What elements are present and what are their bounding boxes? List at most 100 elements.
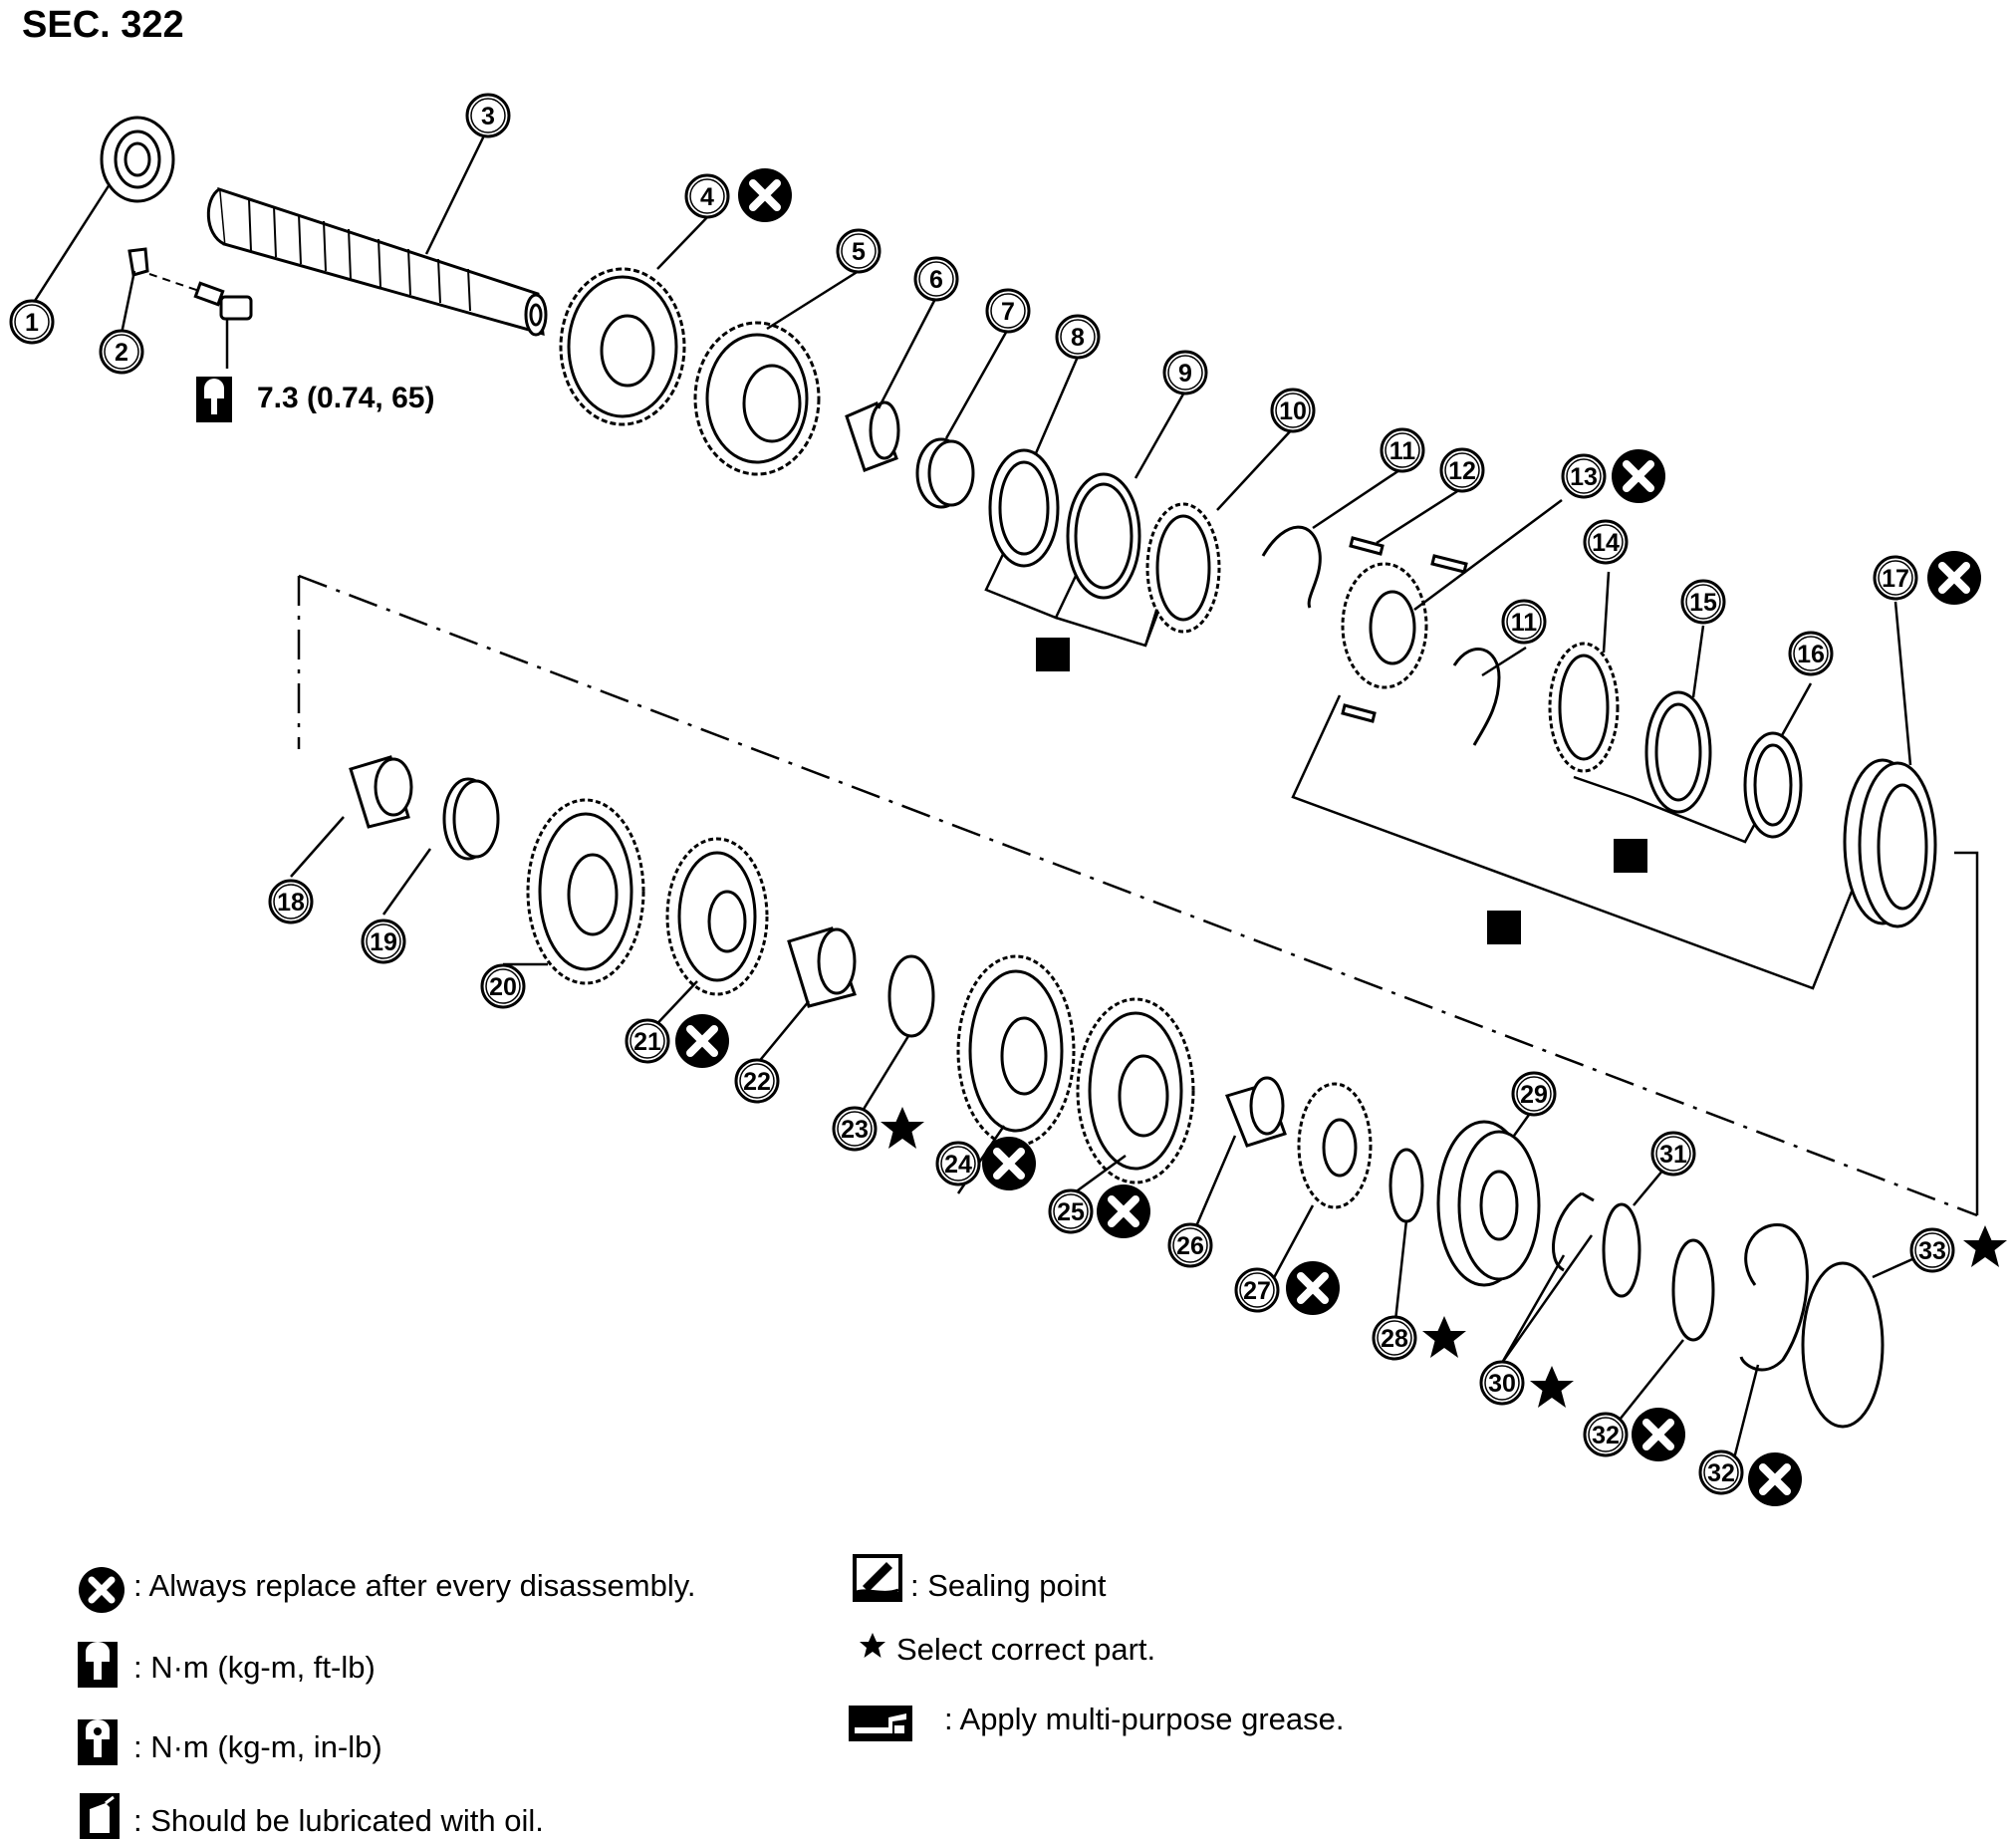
part-number-4: 4 — [684, 173, 730, 219]
needle-bearing-part — [442, 777, 500, 861]
spring-part — [1261, 525, 1322, 609]
bearing-part — [100, 116, 175, 203]
star-icon — [881, 1107, 924, 1149]
bushing-part — [845, 400, 900, 472]
legend-grease: : Apply multi-purpose grease. — [944, 1702, 1345, 1736]
part-number-9: 9 — [1162, 350, 1208, 395]
part-number-text: 9 — [1178, 360, 1192, 388]
part-number-19: 19 — [361, 919, 406, 964]
bolt-part — [127, 247, 253, 321]
star-icon — [1530, 1366, 1574, 1408]
part-number-25: 25 — [1048, 1188, 1094, 1234]
oil-can-icon — [80, 1793, 120, 1839]
snap-ring-part — [1739, 1223, 1809, 1372]
gear-part — [665, 837, 769, 996]
snap-ring-part — [1671, 1238, 1715, 1342]
part-number-18: 18 — [268, 879, 314, 924]
part-number-text: 19 — [370, 928, 397, 956]
synchronizer-ring-part — [988, 448, 1060, 568]
part-number-text: 2 — [115, 339, 128, 367]
star-icon — [860, 1633, 885, 1658]
part-number-1: 1 — [9, 299, 55, 345]
part-number-7: 7 — [985, 288, 1031, 334]
always-replace-icon — [79, 1567, 125, 1613]
part-number-text: 26 — [1176, 1232, 1204, 1260]
part-number-text: 25 — [1057, 1198, 1085, 1226]
thrust-washer-part — [1388, 1148, 1424, 1223]
part-number-31: 31 — [1650, 1131, 1696, 1177]
part-number-text: 16 — [1797, 641, 1825, 668]
part-number-8: 8 — [1055, 314, 1101, 360]
torque-wrench-icon — [78, 1642, 118, 1688]
synchronizer-ring-part — [1644, 690, 1712, 814]
selective-part-square-icon — [1614, 839, 1647, 873]
always-replace-icon — [1927, 551, 1981, 605]
part-number-text: 17 — [1882, 565, 1909, 593]
coupling-sleeve-part — [1341, 562, 1428, 689]
part-number-16: 16 — [1788, 631, 1834, 676]
legend-torque-in-lb: : N·m (kg-m, in-lb) — [133, 1729, 382, 1764]
part-number-text: 24 — [944, 1151, 972, 1179]
always-replace-icon — [1632, 1408, 1685, 1461]
part-number-17: 17 — [1873, 555, 1918, 601]
part-number-33: 33 — [1909, 1227, 1955, 1273]
part-number-6: 6 — [913, 256, 959, 302]
part-number-14: 14 — [1583, 519, 1629, 565]
legend-torque-ft-lb: : N·m (kg-m, ft-lb) — [133, 1650, 376, 1685]
torque-wrench-icon — [78, 1719, 118, 1765]
part-number-26: 26 — [1167, 1222, 1213, 1268]
part-number-text: 12 — [1448, 457, 1476, 485]
needle-bearing-part — [915, 437, 975, 509]
part-number-text: 32 — [1707, 1459, 1735, 1487]
part-number-30: 30 — [1479, 1360, 1525, 1406]
part-number-text: 14 — [1592, 529, 1620, 557]
always-replace-icon — [1612, 449, 1665, 503]
selective-part-square-icon — [1487, 911, 1521, 944]
grease-gun-icon — [849, 1706, 912, 1741]
assembly-boundary-line — [297, 574, 1978, 1217]
part-number-text: 28 — [1381, 1325, 1408, 1353]
snap-ring-part — [1801, 1261, 1885, 1429]
bearing-part — [1436, 1120, 1541, 1287]
snap-ring-part — [1552, 1191, 1595, 1272]
part-number-28: 28 — [1372, 1315, 1417, 1361]
part-number-24: 24 — [935, 1141, 981, 1186]
part-number-text: 6 — [929, 266, 943, 294]
part-number-13: 13 — [1561, 453, 1607, 499]
torque-spec-label: 7.3 (0.74, 65) — [257, 382, 434, 414]
synchronizer-ring-part — [1066, 472, 1141, 600]
part-number-10: 10 — [1270, 388, 1316, 433]
torque-wrench-icon — [196, 377, 232, 422]
bushing-part — [349, 755, 413, 829]
part-number-21: 21 — [625, 1018, 670, 1064]
bushing-part — [787, 926, 857, 1008]
mainshaft-part — [206, 186, 548, 337]
star-icon — [1422, 1316, 1466, 1358]
part-number-32: 32 — [1583, 1412, 1629, 1457]
part-number-text: 32 — [1592, 1422, 1620, 1449]
star-icon — [1963, 1225, 2007, 1267]
always-replace-icon — [1748, 1452, 1802, 1506]
part-number-text: 29 — [1520, 1081, 1548, 1109]
part-number-text: 7 — [1001, 298, 1015, 326]
part-number-23: 23 — [832, 1106, 878, 1152]
part-number-20: 20 — [480, 963, 526, 1009]
synchronizer-ring-part — [1145, 502, 1221, 634]
always-replace-icon — [738, 168, 792, 222]
part-number-5: 5 — [836, 228, 882, 274]
part-number-text: 11 — [1389, 437, 1416, 465]
snap-ring-part — [1602, 1202, 1641, 1298]
part-number-2: 2 — [99, 329, 144, 375]
part-number-11: 11 — [1501, 599, 1547, 645]
thrust-washer-part — [887, 954, 935, 1038]
bushing-part — [1224, 1076, 1287, 1148]
part-number-text: 33 — [1918, 1237, 1946, 1265]
part-number-text: 30 — [1488, 1370, 1516, 1398]
selective-part-square-icon — [1036, 638, 1070, 671]
always-replace-icon — [675, 1014, 729, 1068]
part-number-29: 29 — [1511, 1071, 1557, 1117]
always-replace-markers — [675, 168, 1981, 1506]
sealing-point-icon — [853, 1554, 902, 1602]
